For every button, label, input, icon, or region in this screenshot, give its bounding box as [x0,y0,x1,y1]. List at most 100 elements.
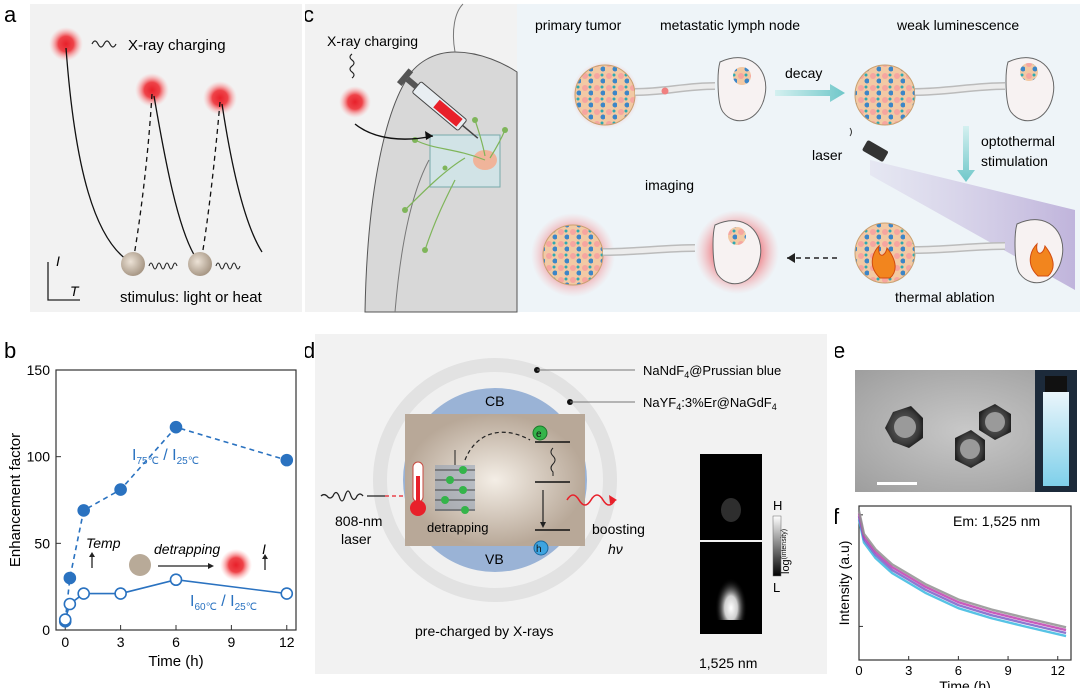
stimulus-wave-icon-1 [148,262,178,270]
laser-wave-icon [320,490,364,502]
stimulated-path-2 [201,101,221,257]
stimulus-label: stimulus: light or heat [120,289,263,306]
colorbar-high-label: H [773,498,782,513]
syringe-icon [396,68,479,139]
charged-nanoparticle-glow [49,27,83,61]
inset-glow [220,549,252,581]
recharged-glow-2 [203,81,237,115]
lymph-vessels [404,119,506,251]
axis-i-label: I [56,253,60,269]
panel-c: c X-ray charging primary tumor metast [303,0,1080,318]
xray-wave-icon [91,40,117,48]
series-1-point [169,420,183,434]
imaging-tumor [542,224,604,286]
decay-curve-2 [153,95,197,259]
vial-cap [1045,376,1067,392]
series2-legend-label: I60℃ / I25℃ [190,593,257,613]
recharged-glow-1 [135,73,169,107]
charged-probe-glow [339,86,371,118]
x-tick-label: 6 [955,663,962,678]
electron-label: e [536,429,542,440]
panel-f-letter: f [835,504,840,529]
nanoparticle-tem-2-core [960,439,980,459]
precharged-caption: pre-charged by X-rays [415,623,554,639]
emission-arrowhead [540,522,546,528]
migrating-cell [661,87,669,95]
emitted-photon-arrowhead [609,495,617,504]
chart-f-frame [858,505,1072,661]
x-tick-label: 0 [61,634,69,650]
xray-wave-icon-c [349,53,355,79]
x-tick-label: 3 [905,663,912,678]
series-2-point [280,587,294,600]
optothermal-label-2: stimulation [981,153,1048,169]
nanoparticle-tem-3-core [985,412,1005,432]
x-tick-label: 6 [172,634,180,650]
chart-f-marks [857,510,1067,638]
x-tick-label: 0 [855,663,862,678]
primary-tumor-label: primary tumor [535,17,622,33]
series-1-point [63,571,77,585]
weak-tumor [854,64,916,126]
vial-solution [1043,392,1069,486]
decay-trace-2 [857,516,1067,635]
neck-outline [452,3,464,53]
series-1-point [280,453,294,467]
x-tick-label: 3 [117,634,125,650]
y-axis-label: Enhancement factor [7,433,24,567]
colorbar-title: log(intensity) [780,529,792,574]
image-before [700,454,762,540]
optothermal-label-1: optothermal [981,133,1055,149]
decay-curve-1 [65,47,131,263]
colorbar [772,515,782,577]
xray-charging-label: X-ray charging [128,37,226,54]
shell-label: NaNdF4@Prussian blue [643,363,781,380]
series-2-point [114,587,127,600]
electron-dot [532,425,548,441]
series-1-line [64,426,287,622]
lymph-channel-imaging-inner [602,245,696,255]
detrap-path [464,431,531,461]
x-tick-label: 9 [227,634,235,650]
thermometer-icon [410,461,426,516]
cb-label: CB [485,393,504,409]
decay-trace-1 [857,519,1067,638]
laser-label-d-1: 808-nm [335,513,382,529]
xray-charging-label-c: X-ray charging [327,33,418,49]
flame-icon-2 [1029,242,1054,277]
panel-e: e [833,330,1080,500]
thermal-ablation-label: thermal ablation [895,289,995,305]
nanoparticle-tem-1-core [894,416,916,438]
lymph-channel-weak-inner [914,83,1006,95]
image-before-faint-signal [721,498,741,522]
depleted-particle-1 [121,252,145,276]
laser-label-d-2: laser [341,531,372,547]
stimulated-path-1 [133,93,153,257]
series-2-point [63,597,77,611]
series-2-point [169,573,183,587]
relaxation-wave [550,447,556,476]
series-1-point [77,504,90,517]
panel-e-letter: e [835,338,845,363]
colorbar-low-label: L [773,580,780,595]
image-after-bright-signal [715,560,747,620]
arm-outline [394,159,430,313]
lymph-channel-top-inner [634,83,716,95]
series1-legend-label: I75℃ / I25℃ [132,447,199,467]
trap-levels [435,465,475,514]
depleted-particle-2 [188,252,212,276]
stimulation-arrow [957,126,975,182]
panel-a-letter: a [4,2,17,27]
panel-c-letter: c [305,2,314,27]
decay-label: decay [785,65,822,81]
axis-corner [47,262,80,301]
series-2-point [58,613,72,626]
return-arrowhead [787,253,795,263]
y-tick-label: 0 [42,622,50,638]
decay-trace-4 [857,510,1067,629]
core-label: NaYF4:3%Er@NaGdF4 [643,395,777,412]
injection-arrow [354,123,434,140]
decay-trace-3 [857,513,1067,632]
